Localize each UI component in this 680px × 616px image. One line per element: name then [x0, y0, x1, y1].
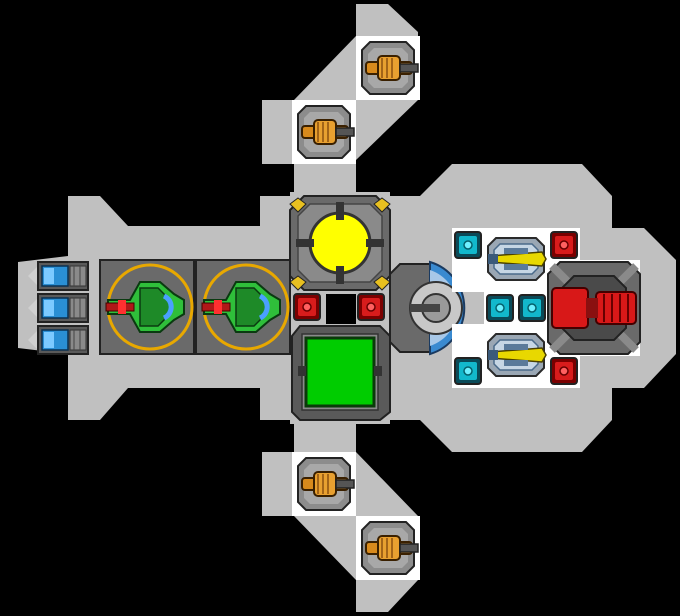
empty-slot	[326, 294, 356, 324]
engine-thruster-bottom[interactable]	[27, 325, 89, 355]
red-node-top-right[interactable]	[550, 231, 578, 259]
cargo-hold[interactable]	[291, 325, 391, 421]
red-node-bottom-right[interactable]	[550, 357, 578, 385]
red-node-center-left[interactable]	[293, 293, 321, 321]
cyan-node-middle-left[interactable]	[486, 294, 514, 322]
fighter-bays	[100, 260, 290, 354]
heavy-turret[interactable]	[547, 260, 641, 356]
fighter-bay-left[interactable]	[100, 260, 194, 354]
cyan-node-middle-right[interactable]	[518, 294, 546, 322]
cannon-turret-top-inner[interactable]	[291, 99, 357, 165]
yellow-reactor-icon	[308, 211, 372, 275]
red-heavy-turret-icon	[551, 287, 589, 329]
cannon-turret-bottom-inner[interactable]	[291, 451, 357, 517]
cyan-node-bottom-left[interactable]	[454, 357, 482, 385]
cannon-turret-bottom-outer[interactable]	[355, 515, 421, 581]
engine-thruster-top[interactable]	[27, 261, 89, 291]
fighter-bay-right[interactable]	[196, 260, 290, 354]
cyan-node-top-left[interactable]	[454, 231, 482, 259]
engine-thruster-middle[interactable]	[27, 293, 89, 323]
cannon-turret-top-outer[interactable]	[355, 35, 421, 101]
engine-thrusters	[27, 261, 89, 355]
laser-turret-top[interactable]	[487, 237, 547, 281]
laser-turret-bottom[interactable]	[487, 333, 547, 377]
red-node-center-right[interactable]	[357, 293, 385, 321]
green-cargo-icon	[304, 336, 376, 408]
reactor-core[interactable]	[289, 195, 391, 291]
